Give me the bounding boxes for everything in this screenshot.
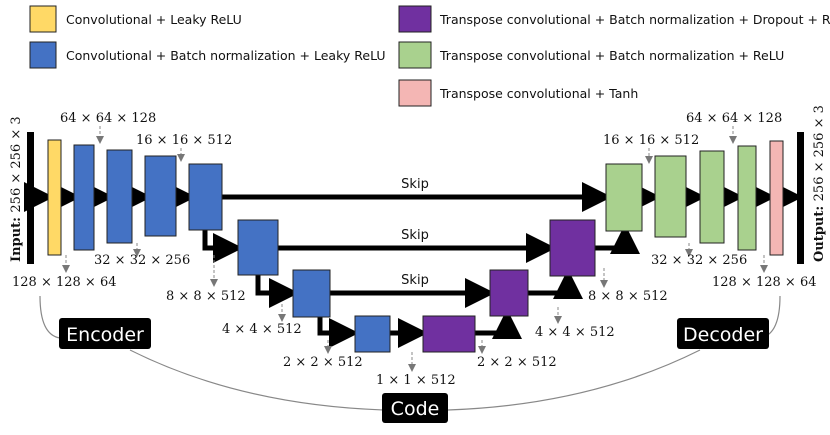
dec-block-64 <box>737 145 757 251</box>
dec-block-16 <box>654 155 687 238</box>
decoder-label-text: Decoder <box>683 324 763 346</box>
legend-swatch-conv-bn-leaky <box>29 41 57 69</box>
dim-dec-8: 8 × 8 × 512 <box>588 289 668 304</box>
output-bar <box>797 132 804 264</box>
skip-label-top: Skip <box>401 177 429 192</box>
enc-block-4 <box>292 269 331 318</box>
code-label-box <box>382 393 448 423</box>
dim-enc-16: 16 × 16 × 512 <box>136 133 232 148</box>
dec-block-8 <box>605 163 643 232</box>
dim-dec-128: 128 × 128 × 64 <box>712 275 816 290</box>
legend-label-tconv-bn-relu: Transpose convolutional + Batch normaliz… <box>439 48 784 63</box>
flow-arrows <box>24 182 803 348</box>
legend: Convolutional + Leaky ReLU Convolutional… <box>29 5 830 107</box>
dim-dec-4: 4 × 4 × 512 <box>535 325 615 340</box>
dec-block-32 <box>699 150 725 244</box>
legend-label-tconv-bn-drop-relu: Transpose convolutional + Batch normaliz… <box>439 12 830 27</box>
enc-block-8 <box>237 219 279 276</box>
dim-enc-4: 4 × 4 × 512 <box>222 322 302 337</box>
output-label: Output: 256 × 256 × 3 <box>812 105 827 262</box>
legend-label-conv-bn-leaky: Convolutional + Batch normalization + Le… <box>66 48 386 63</box>
dim-enc-2: 2 × 2 × 512 <box>283 355 363 370</box>
dec-block-128 <box>769 140 784 256</box>
enc-block-2 <box>354 315 391 353</box>
dim-bottleneck: 1 × 1 × 512 <box>376 373 456 388</box>
dec-block-2 <box>489 269 529 317</box>
enc-block-64 <box>73 144 95 251</box>
dim-enc-32: 32 × 32 × 256 <box>94 253 190 268</box>
encoder-label-box <box>59 318 151 349</box>
skip-label-middle: Skip <box>401 228 429 243</box>
legend-label-conv-leaky: Convolutional + Leaky ReLU <box>66 12 242 27</box>
skip-label-low: Skip <box>401 273 429 288</box>
dec-block-4 <box>549 219 596 277</box>
dim-dec-16: 16 × 16 × 512 <box>603 133 699 148</box>
code-label-text: Code <box>391 398 440 420</box>
input-label: Input: 256 × 256 × 3 <box>9 116 24 262</box>
legend-swatch-conv-leaky <box>29 5 57 33</box>
enc-block-128 <box>47 139 62 256</box>
dim-dec-64: 64 × 64 × 128 <box>686 111 782 126</box>
code-label: Code <box>382 393 448 423</box>
input-bar <box>27 132 34 264</box>
decoder-label: Decoder <box>677 318 769 349</box>
encoder-label: Encoder <box>59 318 151 349</box>
enc-block-16b <box>188 163 223 231</box>
legend-label-tconv-tanh: Transpose convolutional + Tanh <box>439 86 638 101</box>
section-brackets <box>39 295 781 411</box>
enc-block-32 <box>106 149 133 244</box>
dim-enc-128: 128 × 128 × 64 <box>12 275 116 290</box>
encoder-label-text: Encoder <box>66 324 144 346</box>
dim-enc-8: 8 × 8 × 512 <box>166 289 246 304</box>
decoder-label-box <box>677 318 769 349</box>
enc-block-16a <box>144 155 177 237</box>
legend-swatch-tconv-tanh <box>398 79 432 107</box>
legend-swatch-tconv-bn-relu <box>398 41 432 69</box>
dim-enc-64: 64 × 64 × 128 <box>60 111 156 126</box>
dim-pointers <box>62 126 768 372</box>
dec-block-1 <box>422 315 476 353</box>
legend-swatch-tconv-bn-drop-relu <box>398 5 432 33</box>
dim-dec-32: 32 × 32 × 256 <box>651 253 747 268</box>
dim-dec-2: 2 × 2 × 512 <box>477 355 557 370</box>
